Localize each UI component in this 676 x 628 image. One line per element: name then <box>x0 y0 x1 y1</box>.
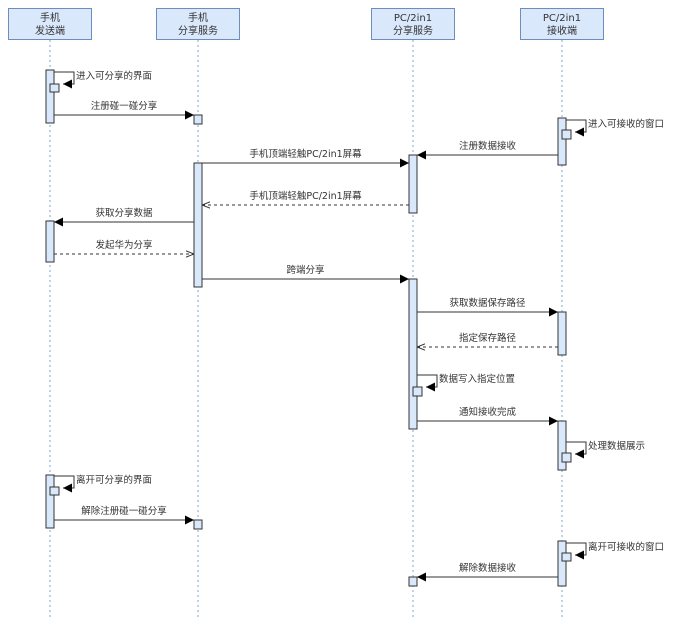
participant-name-line1: PC/2in1 <box>393 13 433 24</box>
message-label: 离开可分享的界面 <box>76 475 153 486</box>
nested-activation-box <box>412 386 423 397</box>
self-message-arrow <box>54 475 75 493</box>
participant-name-line2: 发送端 <box>35 26 65 37</box>
message-label: 处理数据展示 <box>588 441 646 452</box>
activation-bar <box>557 117 567 166</box>
activation-bar <box>408 576 418 587</box>
participant-name-line1: 手机 <box>40 13 60 24</box>
participant-p3: PC/2in1 分享服务 <box>371 8 455 40</box>
participant-name-line2: 分享服务 <box>393 26 433 37</box>
participant-name-line1: 手机 <box>188 13 208 24</box>
message-label: 进入可分享的界面 <box>76 71 153 82</box>
participant-p1: 手机发送端 <box>8 8 92 40</box>
self-message-arrow <box>566 119 587 137</box>
nested-activation-box <box>561 552 572 562</box>
nested-activation-box <box>49 486 60 496</box>
message-label: 获取数据保存路径 <box>449 298 526 309</box>
self-message-arrow <box>54 71 75 89</box>
message-label: 获取分享数据 <box>95 208 153 219</box>
message-label: 解除注册碰一碰分享 <box>81 506 167 517</box>
message-label: 数据写入指定位置 <box>439 374 516 385</box>
self-message-arrow <box>417 374 438 392</box>
message-label: 手机顶端轻触PC/2in1屏幕 <box>249 149 362 160</box>
activation-bar <box>557 311 567 356</box>
participant-p4: PC/2in1 接收端 <box>520 8 604 40</box>
message-label: 解除数据接收 <box>458 563 517 574</box>
participant-name-line2: 分享服务 <box>178 26 218 37</box>
message-label: 进入可接收的窗口 <box>588 119 665 130</box>
message-label: 指定保存路径 <box>458 333 517 344</box>
nested-activation-box <box>49 83 60 93</box>
self-message-arrow <box>566 441 587 459</box>
self-message-arrow <box>566 542 587 560</box>
message-label: 注册碰一碰分享 <box>90 101 158 112</box>
message-label: 注册数据接收 <box>458 141 517 152</box>
activation-bar <box>557 420 567 471</box>
nested-activation-box <box>561 452 572 463</box>
message-label: 跨端分享 <box>286 265 325 276</box>
activation-bar <box>45 69 55 124</box>
nested-activation-box <box>561 129 572 140</box>
activation-bar <box>193 519 203 530</box>
activation-bar <box>45 474 55 529</box>
activation-bar <box>193 114 203 125</box>
participant-p2: 手机分享服务 <box>156 8 240 40</box>
participant-name-line2: 接收端 <box>547 26 577 37</box>
message-label: 离开可接收的窗口 <box>588 542 665 553</box>
message-label: 发起华为分享 <box>95 240 153 251</box>
activation-bar <box>193 162 203 288</box>
activation-bar <box>45 220 55 263</box>
activation-bar <box>408 154 418 214</box>
participant-name-line1: PC/2in1 <box>542 13 582 24</box>
activation-bar <box>408 278 418 430</box>
activation-bar <box>557 540 567 587</box>
message-label: 手机顶端轻触PC/2in1屏幕 <box>249 191 362 202</box>
message-label: 通知接收完成 <box>458 407 517 418</box>
